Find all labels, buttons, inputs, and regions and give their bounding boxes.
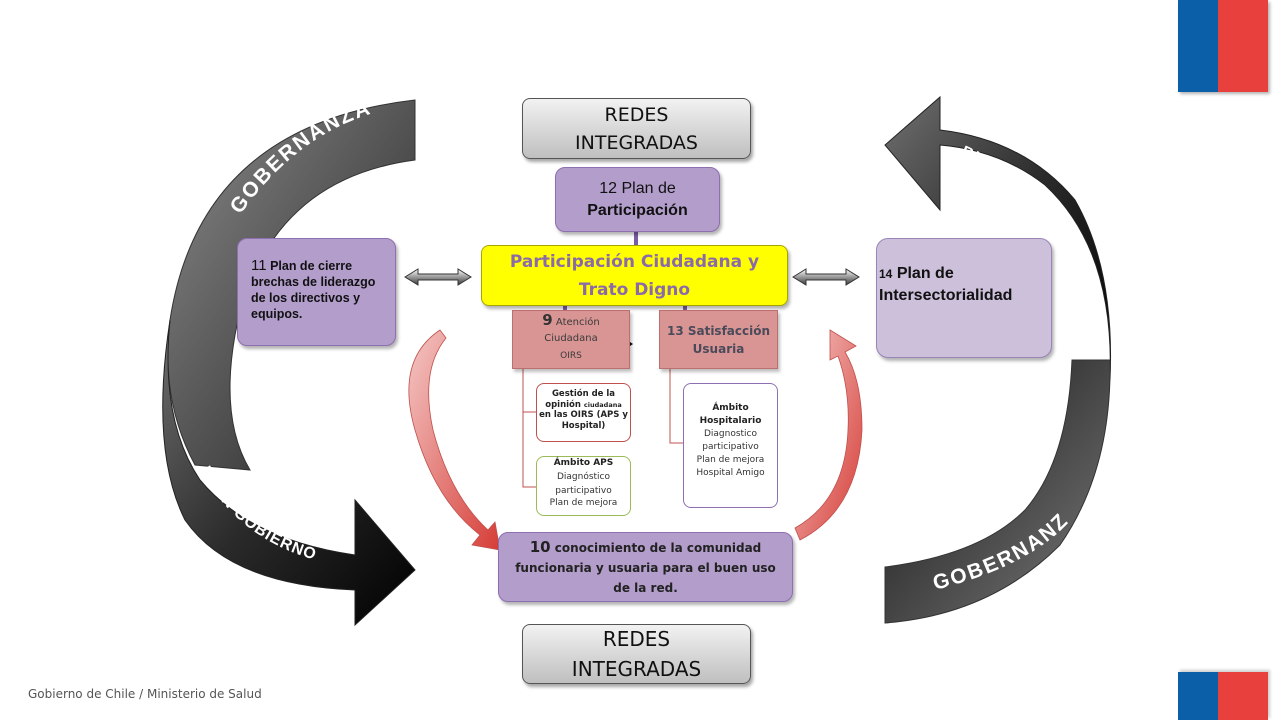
item13-line2: Usuaria (692, 341, 745, 356)
central-citizen-participation-box: Participación Ciudadana y Trato Digno (481, 245, 788, 306)
item13-line1: 13 Satisfacción (666, 323, 771, 338)
red-arrow-left (408, 329, 501, 551)
bottom-box-line1: REDES (602, 627, 671, 651)
item-10-knowledge-box: 10 conocimiento de la comunidad funcionar… (498, 532, 793, 602)
item9-number: 9 (542, 311, 553, 329)
sub9b-line1: Diagnóstico (556, 472, 611, 482)
bottom-box-line2: INTEGRADAS (571, 657, 702, 681)
sub13-title2: Hospitalario (699, 416, 762, 426)
sub9b-title: Ámbito APS (553, 458, 614, 468)
sub13-line4: Hospital Amigo (696, 468, 765, 478)
plan11-text: Plan de cierre brechas de liderazgo de l… (251, 259, 376, 321)
plan-14-box: 14 Plan de Intersectorialidad (876, 238, 1052, 358)
top-box-line1: REDES (604, 103, 669, 126)
top-box-line2: INTEGRADAS (575, 131, 698, 154)
sub13-line1: Diagnostico (703, 429, 758, 439)
bottom-integrated-networks-box: REDES INTEGRADAS (522, 624, 751, 684)
sub13-line3: Plan de mejora (696, 455, 765, 465)
tree-line-item13 (669, 366, 683, 444)
sub9a-line2b: ciudadana (583, 400, 622, 409)
plan-12-box: 12 Plan de Participación (555, 167, 720, 232)
item10-number: 10 (529, 537, 551, 556)
sub9a-line3: en las OIRS (APS y (539, 410, 628, 420)
chile-flag-icon-bottom (1178, 672, 1268, 720)
sub9a-line2a: opinión (545, 399, 581, 410)
double-arrow-icon-left (404, 268, 472, 286)
sub-box-hospital-scope: Ámbito Hospitalario Diagnostico particip… (683, 383, 778, 508)
sub9b-line2: participativo (555, 486, 612, 496)
sub9a-line1: Gestión de la (551, 389, 616, 399)
top-integrated-networks-box: REDES INTEGRADAS (522, 98, 751, 159)
plan14-number: 14 (879, 267, 893, 281)
chile-flag-icon-top (1178, 0, 1268, 92)
item10-line3: de la red. (613, 580, 678, 595)
item9-line3: OIRS (560, 351, 582, 361)
sub-box-aps-scope: Ámbito APS Diagnóstico participativo Pla… (536, 456, 631, 516)
sub13-line2: participativo (702, 442, 759, 452)
right-arc-good-government (884, 95, 1112, 381)
tree-lines-item9 (522, 366, 537, 488)
left-arc-good-government (162, 319, 416, 627)
item9-line1: Atención (555, 317, 600, 328)
footer-text: Gobierno de Chile / Ministerio de Salud (28, 687, 262, 701)
plan-11-box: 11 Plan de cierre brechas de liderazgo d… (237, 238, 396, 346)
left-arc-governance (167, 99, 416, 471)
plan14-text: Plan de Intersectorialidad (879, 265, 1013, 304)
plan11-number: 11 (251, 257, 267, 274)
item-9-citizen-attention-box: 9 Atención Ciudadana OIRS (512, 310, 630, 369)
item9-line2: Ciudadana (544, 333, 598, 344)
right-arc-governance (884, 359, 1111, 624)
central-line1: Participación Ciudadana y (509, 251, 760, 272)
sub-box-opinion-management: Gestión de la opinión ciudadana en las O… (536, 383, 631, 442)
sub9a-line4: Hospital) (561, 420, 606, 431)
plan12-line2: Participación (587, 201, 688, 219)
red-arrow-right (794, 329, 863, 541)
item10-text1: conocimiento de la comunidad (554, 540, 762, 555)
connector-plan12-central (634, 230, 638, 248)
item10-line2: funcionaria y usuaria para el buen uso (515, 560, 776, 575)
sub13-title1: Ámbito (712, 403, 749, 413)
plan12-line1: 12 Plan de (599, 179, 676, 197)
sub9b-line3: Plan de mejora (549, 498, 618, 508)
central-line2: Trato Digno (578, 279, 691, 300)
double-arrow-icon-right (792, 268, 860, 286)
